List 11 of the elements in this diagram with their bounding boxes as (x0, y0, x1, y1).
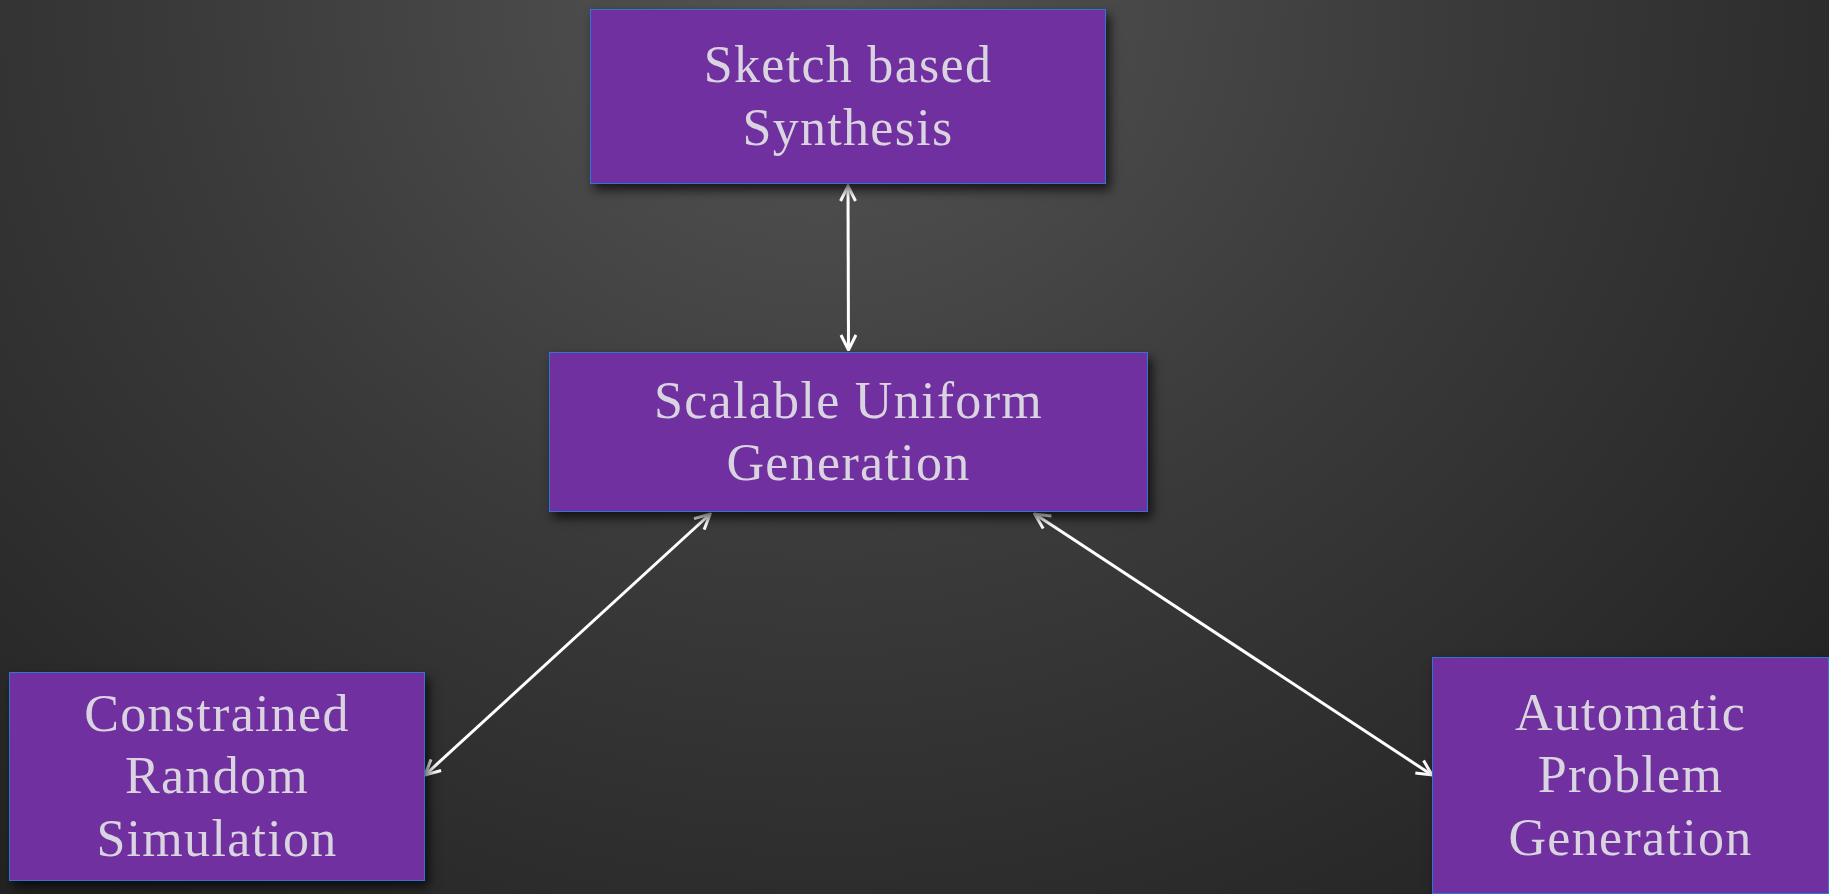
process-box (1432, 657, 1829, 894)
box-label: Sketch based Synthesis (702, 35, 994, 158)
process-box (9, 672, 425, 881)
process-box (549, 352, 1148, 512)
double-arrow (1033, 512, 1434, 777)
double-arrow (423, 512, 712, 777)
box-label: Scalable Uniform Generation (653, 370, 1044, 493)
double-arrow (839, 184, 858, 352)
box-label: Automatic Problem Generation (1507, 682, 1754, 868)
process-box (590, 9, 1106, 184)
box-label: Constrained Random Simulation (83, 683, 351, 869)
